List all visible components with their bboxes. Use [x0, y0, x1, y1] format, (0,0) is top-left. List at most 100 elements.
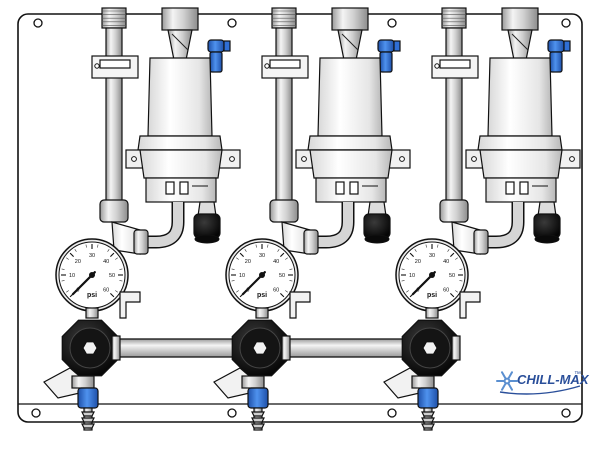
- port-left: [505, 181, 515, 195]
- gauge-minor-tick: [406, 290, 409, 293]
- clamp-screw: [434, 63, 440, 69]
- gauge-minor-tick: [61, 268, 65, 270]
- gauge-minor-tick: [107, 249, 110, 252]
- gauge-major-tick: [279, 292, 285, 298]
- mount-hole-top-left: [33, 18, 43, 28]
- tube-elbow-fitting: [99, 199, 129, 223]
- vertical-gas-tube: [275, 27, 293, 205]
- canister-flange: [137, 135, 223, 151]
- blue-fitting-stem: [549, 51, 563, 73]
- blue-shutoff-valve: [77, 387, 99, 409]
- gauge-major-tick: [239, 252, 245, 258]
- clamp-slot: [439, 59, 471, 69]
- gauge-minor-tick: [244, 249, 247, 252]
- canister-top-collar: [501, 7, 539, 31]
- gauge-minor-tick: [285, 257, 288, 260]
- brand-name: CHILL-MAX: [517, 372, 590, 387]
- gauge-major-tick: [449, 292, 455, 298]
- canister-top-collar: [161, 7, 199, 31]
- canister-top-collar: [331, 7, 369, 31]
- port-right: [349, 181, 359, 195]
- gauge-scale-label: 20: [75, 259, 81, 265]
- brand-swoosh: [499, 385, 581, 395]
- gauge-minor-tick: [459, 280, 463, 282]
- gauge-minor-tick: [66, 257, 69, 260]
- gauge-stem: [255, 307, 269, 319]
- gauge-minor-tick: [267, 244, 269, 248]
- regulator-side-clip: [119, 291, 141, 319]
- gauge-unit-label: psi: [257, 292, 267, 299]
- gauge-scale-label: 40: [103, 259, 109, 265]
- elbow-nut: [133, 229, 149, 255]
- knob-base: [364, 234, 390, 244]
- barb-ring: [421, 417, 435, 423]
- blue-fitting-cap: [393, 40, 401, 52]
- mount-hole-bottom-left: [31, 408, 41, 418]
- gauge-minor-tick: [119, 268, 123, 270]
- barb-ring: [81, 411, 95, 417]
- mount-hole-bottom-mid-right: [387, 408, 397, 418]
- canister-lower-body: [479, 149, 563, 179]
- mounting-holes: [31, 18, 571, 418]
- regulator-side-clip: [459, 291, 481, 319]
- canister-flange: [307, 135, 393, 151]
- gauge-minor-tick: [61, 280, 65, 282]
- adjust-hex-nut: [82, 341, 98, 355]
- regulator-outlet-port: [111, 335, 121, 361]
- tube-elbow-fitting: [269, 199, 299, 223]
- gauge-needle-hub: [259, 272, 265, 278]
- gauge-minor-tick: [289, 280, 293, 282]
- gauge-scale-label: 20: [415, 259, 421, 265]
- regulator-unit-right: 0102030405060psi: [383, 7, 581, 431]
- mount-hole-top-right: [561, 18, 571, 28]
- plate-screw-right: [399, 156, 405, 162]
- plate-screw-left: [131, 156, 137, 162]
- neck-mark: [341, 33, 359, 51]
- snowflake-icon: [496, 371, 518, 391]
- blue-fitting-cap: [563, 40, 571, 52]
- blue-fitting-stem: [379, 51, 393, 73]
- plate-screw-left: [301, 156, 307, 162]
- clamp-screw: [264, 63, 270, 69]
- regulator-canister-body: [487, 57, 553, 137]
- gauge-scale-label: 30: [89, 253, 95, 259]
- gauge-scale-label: 50: [279, 273, 285, 279]
- canister-lower-body: [309, 149, 393, 179]
- plate-screw-left: [471, 156, 477, 162]
- brand-trademark: ™: [574, 371, 581, 378]
- gauge-minor-tick: [74, 249, 77, 252]
- gauge-minor-tick: [401, 268, 405, 270]
- blue-elbow-fitting: [547, 39, 565, 53]
- gauge-minor-tick: [231, 280, 235, 282]
- gauge-scale-label: 10: [239, 273, 245, 279]
- gauge-scale-label: 40: [443, 259, 449, 265]
- barb-ring: [251, 423, 265, 429]
- gauge-major-tick: [409, 252, 415, 258]
- gauge-scale-label: 50: [449, 273, 455, 279]
- gauge-major-tick: [109, 292, 115, 298]
- gauge-minor-tick: [85, 244, 87, 248]
- gauge-scale-label: 30: [429, 253, 435, 259]
- gauge-scale-label: 30: [259, 253, 265, 259]
- gauge-minor-tick: [231, 268, 235, 270]
- outlet-tube: [316, 202, 353, 247]
- neck-mark: [171, 33, 189, 51]
- barb-ring: [81, 423, 95, 429]
- gauge-major-tick: [109, 252, 115, 258]
- port-left: [335, 181, 345, 195]
- tube-elbow-fitting: [439, 199, 469, 223]
- gauge-minor-tick: [119, 280, 123, 282]
- plate-screw-right: [569, 156, 575, 162]
- blue-fitting-stem: [209, 51, 223, 73]
- gauge-scale-label: 60: [103, 287, 109, 293]
- barb-ring: [421, 411, 435, 417]
- clamp-screw: [94, 63, 100, 69]
- blue-fitting-cap: [223, 40, 231, 52]
- canister-flange: [477, 135, 563, 151]
- gauge-unit-label: psi: [87, 292, 97, 299]
- black-push-knob: [533, 213, 561, 239]
- gauge-minor-tick: [115, 290, 118, 293]
- gauge-stem: [85, 307, 99, 319]
- mount-hole-bottom-mid-left: [227, 408, 237, 418]
- blue-shutoff-valve: [417, 387, 439, 409]
